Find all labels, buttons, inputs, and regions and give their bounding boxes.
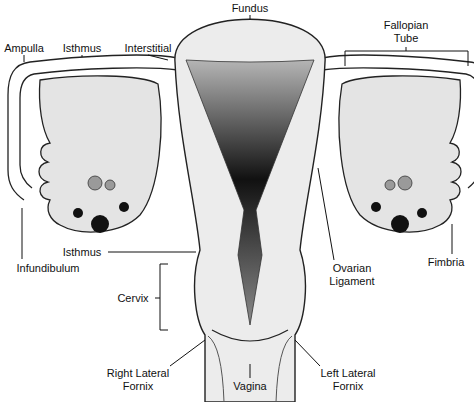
part-label: Interstitial [124,42,171,55]
uterine-cavity [186,60,314,325]
leader-lines [22,15,468,378]
part-label: Ampulla [4,42,44,55]
part-label: Infundibulum [17,262,80,275]
part-label: Ovarian Ligament [321,262,383,288]
part-label: Fallopian Tube [375,19,437,45]
part-label: Right Lateral Fornix [99,367,177,393]
left-tube-ovary [8,55,178,233]
vagina-wall [276,336,292,402]
cervix-tip [212,330,288,341]
part-label: Left Lateral Fornix [309,367,387,393]
part-label: Cervix [117,292,148,305]
part-label: Fimbria [428,256,465,269]
vagina-wall [208,336,224,402]
part-label: Vagina [233,380,266,393]
uterus-outline [175,19,325,402]
part-label: Isthmus [63,246,102,259]
right-tube-ovary [322,55,474,233]
part-label: Isthmus [63,42,102,55]
part-label: Fundus [232,2,269,15]
